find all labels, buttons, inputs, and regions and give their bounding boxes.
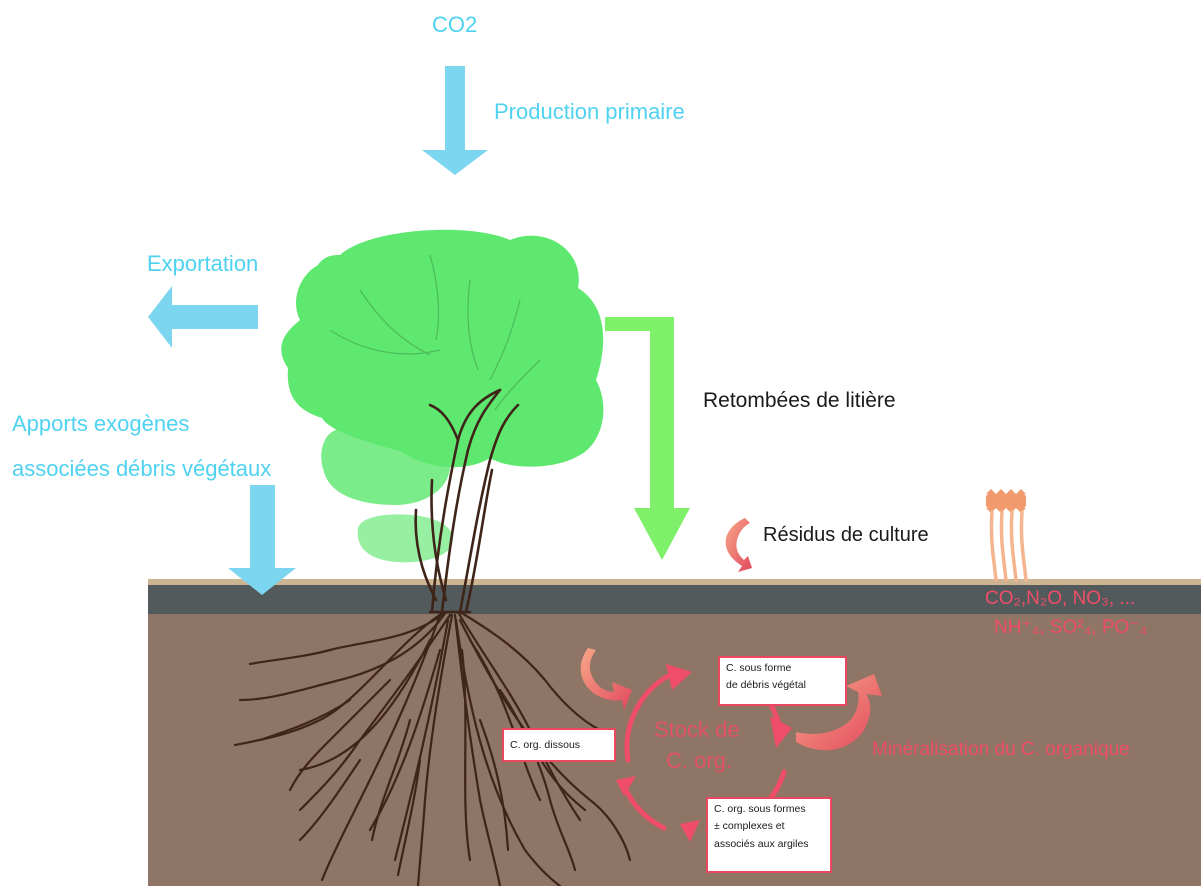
residus-label: Résidus de culture	[763, 524, 929, 546]
debris-vegetal-box: C. sous forme de débris végétal	[718, 656, 847, 706]
apports-arrow	[228, 485, 296, 595]
mineralisation-arrow	[796, 674, 882, 751]
complexes-box-line2: ± complexes et	[714, 820, 785, 833]
input-curved-arrow	[580, 648, 632, 710]
gas-emission-icon	[986, 489, 1028, 582]
tree-roots	[233, 610, 632, 886]
apports-label-line1: Apports exogènes	[12, 411, 190, 436]
stock-label-line2: C. org.	[666, 748, 733, 773]
complexes-box-line3: associés aux argiles	[714, 837, 809, 850]
tree-foliage	[281, 229, 604, 563]
soil	[148, 579, 1201, 886]
exportation-arrow	[148, 286, 258, 348]
complexes-box-line1: C. org. sous formes	[714, 803, 806, 815]
litter-fall-arrow	[605, 317, 690, 560]
exportation-label: Exportation	[147, 251, 259, 276]
tree-trunk	[414, 388, 520, 614]
stock-label-line1: Stock de	[654, 717, 740, 742]
carbon-cycle-arrowheads	[616, 664, 792, 842]
gas-label-line1: CO₂,N₂O, NO₃, ...	[985, 588, 1136, 609]
production-arrow	[422, 66, 488, 175]
complexes-box: C. org. sous formes ± complexes et assoc…	[706, 797, 832, 873]
gas-label-line2: NH⁺₄, SO²₄, PO⁻₄	[994, 617, 1148, 638]
production-primaire-label: Production primaire	[494, 99, 685, 124]
residus-arrow	[725, 518, 752, 572]
debris-box-line1: C. sous forme	[726, 662, 792, 674]
apports-label-line2: associées débris végétaux	[12, 456, 272, 481]
debris-box-line2: de débris végétal	[726, 679, 806, 692]
mineralisation-label: Minéralisation du C. organique	[872, 739, 1130, 760]
retombees-label: Retombées de litière	[703, 389, 896, 412]
dissous-box: C. org. dissous	[502, 728, 616, 762]
dissous-box-text: C. org. dissous	[510, 739, 581, 751]
co2-label: CO2	[432, 12, 478, 37]
